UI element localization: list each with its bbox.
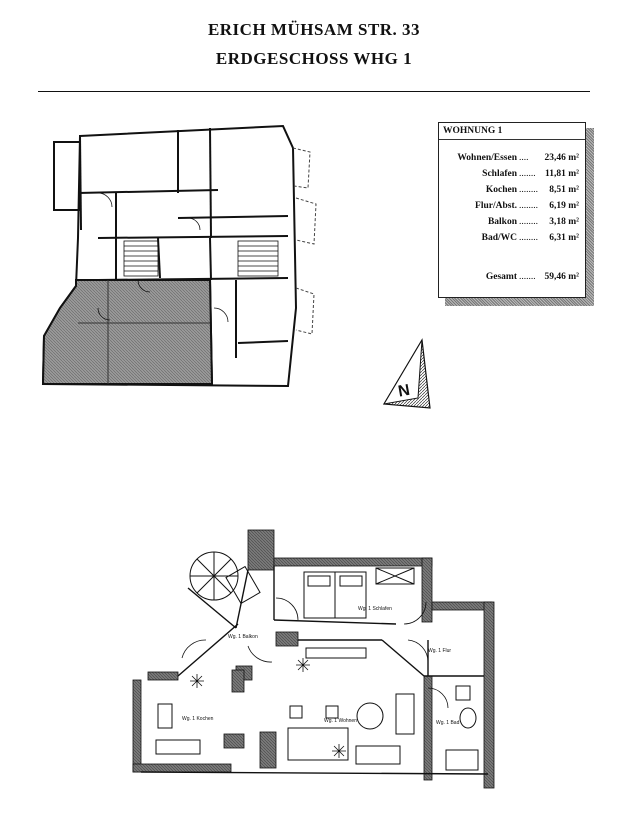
room-area: 23,46 m²	[544, 153, 579, 163]
north-label: N	[397, 382, 411, 401]
room-label-kochen: Wg. 1 Kochen	[182, 716, 214, 722]
total-area: 59,46 m²	[544, 272, 579, 282]
dot-leader: ........	[519, 185, 538, 195]
area-table-divider	[439, 139, 585, 140]
area-row: Wohnen/Essen .... 23,46 m²	[441, 153, 579, 167]
north-arrow-icon: N	[382, 338, 431, 409]
street-title: ERICH MÜHSAM STR. 33	[207, 20, 421, 39]
area-total-row: Gesamt ....... 59,46 m²	[441, 272, 579, 286]
area-row: Balkon ........ 3,18 m²	[441, 217, 579, 231]
room-label-schlafen: Wg. 1 Schlafen	[358, 606, 392, 612]
building-overview-plan	[41, 124, 317, 388]
area-table-title: WOHNUNG 1	[443, 126, 503, 136]
area-row: Bad/WC ........ 6,31 m²	[441, 233, 579, 247]
room-label: Schlafen	[482, 169, 517, 179]
room-area: 8,51 m²	[549, 185, 579, 195]
room-label: Balkon	[487, 217, 517, 227]
room-label: Wohnen/Essen	[457, 153, 517, 163]
room-label: Kochen	[485, 185, 517, 195]
dot-leader: .......	[519, 169, 536, 179]
area-row: Schlafen ....... 11,81 m²	[441, 169, 579, 183]
area-table: WOHNUNG 1 Wohnen/Essen .... 23,46 m² Sch…	[438, 122, 586, 298]
dot-leader: .......	[519, 272, 536, 282]
apartment-floor-plan: Wg. 1 Balkon Wg. 1 Schlafen Wg. 1 Flur W…	[132, 529, 495, 789]
dot-leader: ....	[519, 153, 529, 163]
room-label-wohnen: Wg. 1 Wohnen	[324, 718, 357, 724]
floor-title: ERDGESCHOSS WHG 1	[215, 49, 413, 68]
dot-leader: ........	[519, 217, 538, 227]
room-label-balkon: Wg. 1 Balkon	[228, 634, 258, 640]
room-area: 3,18 m²	[549, 217, 579, 227]
room-label-bad: Wg. 1 Bad	[436, 720, 460, 726]
area-row: Kochen ........ 8,51 m²	[441, 185, 579, 199]
room-label: Bad/WC	[481, 233, 517, 243]
area-row: Flur/Abst. ........ 6,19 m²	[441, 201, 579, 215]
room-label: Flur/Abst.	[475, 201, 517, 211]
header-divider	[38, 91, 590, 92]
dot-leader: ........	[519, 233, 538, 243]
room-area: 11,81 m²	[545, 169, 579, 179]
room-label-flur: Wg. 1 Flur	[428, 648, 451, 654]
room-area: 6,19 m²	[549, 201, 579, 211]
total-label: Gesamt	[485, 272, 517, 282]
room-area: 6,31 m²	[549, 233, 579, 243]
dot-leader: ........	[519, 201, 538, 211]
